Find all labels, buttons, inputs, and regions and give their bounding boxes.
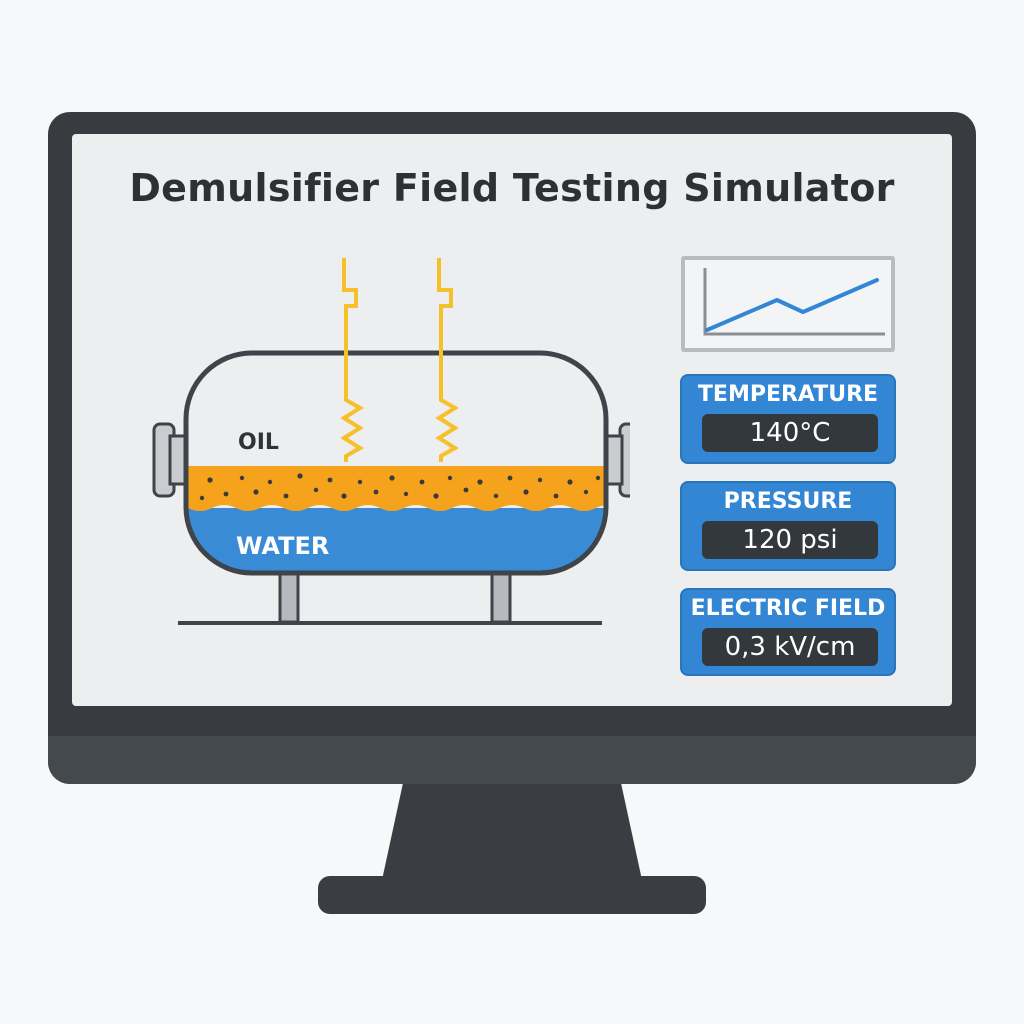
temperature-label: TEMPERATURE [697,382,879,407]
temperature-readout[interactable]: TEMPERATURE 140°C [680,374,896,464]
pressure-readout[interactable]: PRESSURE 120 psi [680,481,896,571]
water-droplets [199,473,601,501]
chart-axes [703,268,885,336]
line-chart-icon [703,268,885,336]
water-label: WATER [236,532,329,560]
page-title: Demulsifier Field Testing Simulator [129,166,895,210]
pressure-value: 120 psi [702,521,878,559]
temperature-value: 140°C [702,414,878,452]
separator-vessel[interactable]: OIL WATER [130,250,630,640]
emulsion-layer [186,466,606,511]
vessel-outline [183,350,609,576]
trend-chart-widget[interactable] [681,256,895,352]
trend-line [705,278,879,332]
electric-field-readout[interactable]: ELECTRIC FIELD 0,3 kV/cm [680,588,896,676]
electric-field-label: ELECTRIC FIELD [690,596,886,621]
oil-label: OIL [238,430,279,455]
support-leg-right [490,570,512,624]
support-leg-left [278,570,300,624]
electric-field-value: 0,3 kV/cm [702,628,878,666]
pressure-label: PRESSURE [723,489,853,514]
monitor-chin [48,736,976,784]
monitor-stand-base [318,876,706,914]
water-layer [186,508,606,573]
heating-element-icon [340,258,459,462]
monitor-stand-neck [382,784,642,880]
